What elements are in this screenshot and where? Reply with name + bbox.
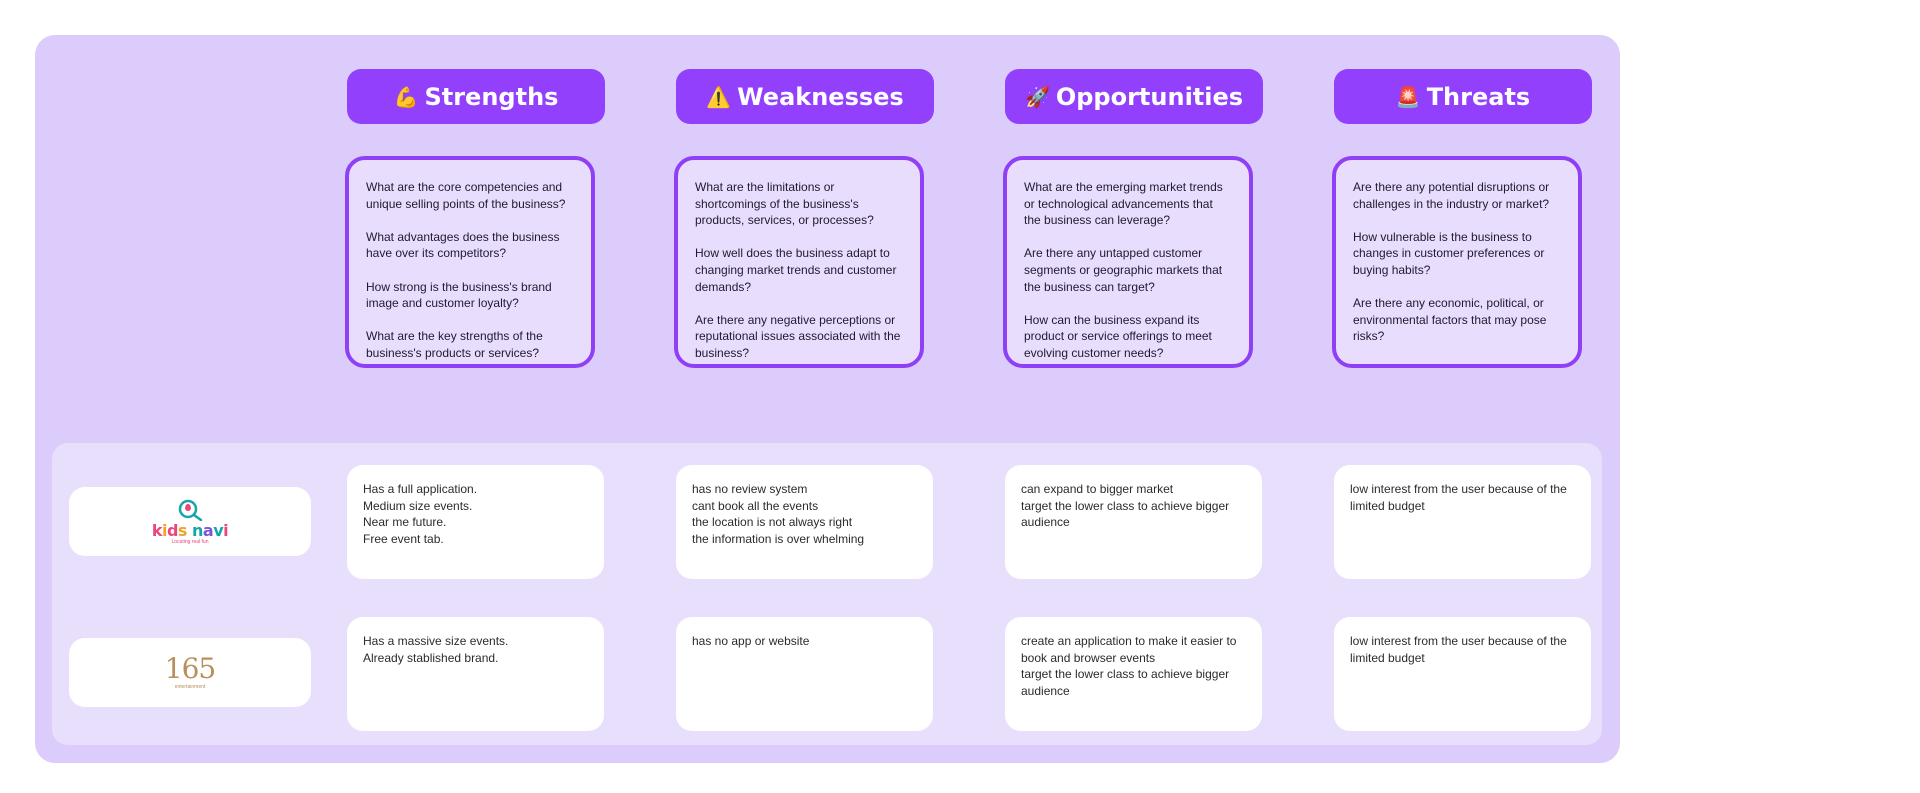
questions-strengths[interactable]: What are the core competencies and uniqu… <box>345 156 595 368</box>
note-line: has no review system <box>692 482 808 496</box>
note-kidsnavi-weaknesses[interactable]: has no review system cant book all the e… <box>676 465 933 579</box>
note-line: cant book all the events <box>692 498 819 513</box>
note-line: Free event tab. <box>363 531 444 546</box>
note-165-weaknesses[interactable]: has no app or website <box>676 617 933 731</box>
header-title: Threats <box>1426 82 1531 111</box>
location-pin-icon <box>178 499 203 521</box>
note-line: can expand to bigger market <box>1021 482 1174 496</box>
note-line: target the lower class to achieve bigger… <box>1021 498 1230 530</box>
note-line: low interest from the user because of th… <box>1350 634 1567 665</box>
question: What are the key strengths of the busine… <box>366 329 543 360</box>
question: Are there any negative perceptions or re… <box>695 312 901 360</box>
note-line: the location is not always right <box>692 515 853 530</box>
question: Are there any potential disruptions or c… <box>1353 180 1550 211</box>
logo-tagline: entertainment <box>174 684 206 690</box>
flexed-biceps-icon: 💪 <box>393 84 419 109</box>
note-line: Near me future. <box>363 515 447 530</box>
note-165-strengths[interactable]: Has a massive size events. Already stabl… <box>347 617 604 731</box>
note-line: low interest from the user because of th… <box>1350 482 1567 513</box>
note-line: the information is over whelming <box>692 531 865 546</box>
questions-opportunities[interactable]: What are the emerging market trends or t… <box>1003 156 1253 368</box>
logo-wordmark: kids navi <box>151 520 229 540</box>
questions-weaknesses[interactable]: What are the limitations or shortcomings… <box>674 156 924 368</box>
note-line: create an application to make it easier … <box>1021 634 1237 665</box>
note-line: Has a massive size events. <box>363 634 509 648</box>
kids-navi-logo-card[interactable]: kids navi Locating real fun <box>69 487 311 556</box>
header-weaknesses[interactable]: ⚠️ Weaknesses <box>676 69 934 124</box>
note-line: target the lower class to achieve bigger… <box>1021 667 1230 698</box>
warning-icon: ⚠️ <box>706 84 732 109</box>
question: How well does the business adapt to chan… <box>695 246 897 294</box>
note-line: Has a full application. <box>363 482 478 496</box>
question: What are the limitations or shortcomings… <box>695 180 874 228</box>
header-opportunities[interactable]: 🚀 Opportunities <box>1005 69 1263 124</box>
note-165-threats[interactable]: low interest from the user because of th… <box>1334 617 1591 731</box>
note-line: Medium size events. <box>363 498 473 513</box>
note-line: has no app or website <box>692 634 810 648</box>
header-threats[interactable]: 🚨 Threats <box>1334 69 1592 124</box>
question: What advantages does the business have o… <box>366 229 560 261</box>
question: How strong is the business's brand image… <box>366 279 552 311</box>
question: What are the core competencies and uniqu… <box>366 180 566 211</box>
note-kidsnavi-opportunities[interactable]: can expand to bigger market target the l… <box>1005 465 1262 579</box>
165-entertainment-logo: 165 entertainment <box>164 652 216 691</box>
note-165-opportunities[interactable]: create an application to make it easier … <box>1005 617 1262 731</box>
question: Are there any economic, political, or en… <box>1353 296 1547 344</box>
questions-threats[interactable]: Are there any potential disruptions or c… <box>1332 156 1582 368</box>
question: What are the emerging market trends or t… <box>1024 180 1223 228</box>
logo-wordmark: 165 <box>164 652 216 685</box>
header-title: Weaknesses <box>737 82 904 111</box>
note-line: Already stablished brand. <box>363 650 499 665</box>
note-kidsnavi-threats[interactable]: low interest from the user because of th… <box>1334 465 1591 579</box>
rocket-icon: 🚀 <box>1024 84 1050 109</box>
siren-icon: 🚨 <box>1395 84 1421 109</box>
header-strengths[interactable]: 💪 Strengths <box>347 69 605 124</box>
kids-navi-logo: kids navi Locating real fun <box>151 499 229 545</box>
question: How can the business expand its product … <box>1024 312 1212 360</box>
logo-tagline: Locating real fun <box>171 538 209 545</box>
header-title: Strengths <box>424 82 559 111</box>
question: Are there any untapped customer segments… <box>1024 246 1223 294</box>
note-kidsnavi-strengths[interactable]: Has a full application. Medium size even… <box>347 465 604 579</box>
165-logo-card[interactable]: 165 entertainment <box>69 638 311 707</box>
header-title: Opportunities <box>1055 82 1244 111</box>
question: How vulnerable is the business to change… <box>1353 229 1545 277</box>
